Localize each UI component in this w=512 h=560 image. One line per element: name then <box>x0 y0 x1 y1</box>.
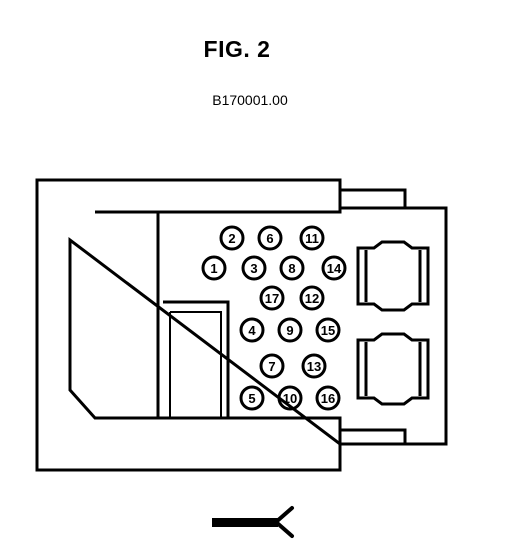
pin-number: 12 <box>305 291 319 306</box>
inner-outline <box>68 208 342 448</box>
upper-plug <box>356 240 430 312</box>
pin-2: 2 <box>219 225 245 251</box>
pin-11: 11 <box>299 225 325 251</box>
pin-number: 5 <box>248 391 255 406</box>
pin-circle <box>259 353 285 379</box>
pin-circle <box>219 225 245 251</box>
pin-9: 9 <box>277 317 303 343</box>
pin-number: 14 <box>327 261 342 276</box>
pin-circle <box>321 255 347 281</box>
pin-number: 3 <box>250 261 257 276</box>
pin-circle <box>259 285 285 311</box>
pin-circle <box>299 285 325 311</box>
pin-circle <box>257 225 283 251</box>
pin-number: 13 <box>307 359 321 374</box>
pin-13: 13 <box>301 353 327 379</box>
upper-side-tab <box>340 188 407 208</box>
pin-circle <box>315 385 341 411</box>
pin-circle <box>277 317 303 343</box>
direction-indicator <box>212 506 294 538</box>
cavity-plugs <box>356 240 430 406</box>
pin-15: 15 <box>315 317 341 343</box>
pin-circle <box>299 225 325 251</box>
pin-number: 16 <box>321 391 335 406</box>
indicator-bar <box>212 518 278 527</box>
key-slot-inner <box>169 311 222 418</box>
pin-8: 8 <box>279 255 305 281</box>
lower-side-tab <box>340 428 407 444</box>
pin-circle <box>315 317 341 343</box>
pin-number: 17 <box>265 291 279 306</box>
pin-16: 16 <box>315 385 341 411</box>
pin-number: 4 <box>248 323 256 338</box>
pin-circle <box>239 385 265 411</box>
pin-number: 10 <box>283 391 297 406</box>
pin-circle <box>241 255 267 281</box>
pin-14: 14 <box>321 255 347 281</box>
pin-5: 5 <box>239 385 265 411</box>
pin-17: 17 <box>259 285 285 311</box>
pin-number: 8 <box>288 261 295 276</box>
figure-title: FIG. 2 <box>203 36 271 62</box>
lower-plug <box>356 332 430 406</box>
figure-code: B170001.00 <box>212 92 288 108</box>
pin-7: 7 <box>259 353 285 379</box>
pin-10: 10 <box>277 385 303 411</box>
pin-circle <box>301 353 327 379</box>
pin-number: 6 <box>266 231 273 246</box>
pin-circle <box>277 385 303 411</box>
pin-circle <box>279 255 305 281</box>
pin-3: 3 <box>241 255 267 281</box>
indicator-fork <box>274 506 294 538</box>
pin-number: 11 <box>305 231 319 246</box>
pin-circle <box>201 255 227 281</box>
pin-1: 1 <box>201 255 227 281</box>
pin-12: 12 <box>299 285 325 311</box>
pin-4: 4 <box>239 317 265 343</box>
pin-circle <box>239 317 265 343</box>
pin-number: 7 <box>268 359 275 374</box>
pin-number: 2 <box>228 231 235 246</box>
pin-number: 15 <box>321 323 335 338</box>
pin-number: 1 <box>210 261 217 276</box>
key-slot-outer <box>163 300 230 418</box>
pin-number: 9 <box>286 323 293 338</box>
pin-6: 6 <box>257 225 283 251</box>
